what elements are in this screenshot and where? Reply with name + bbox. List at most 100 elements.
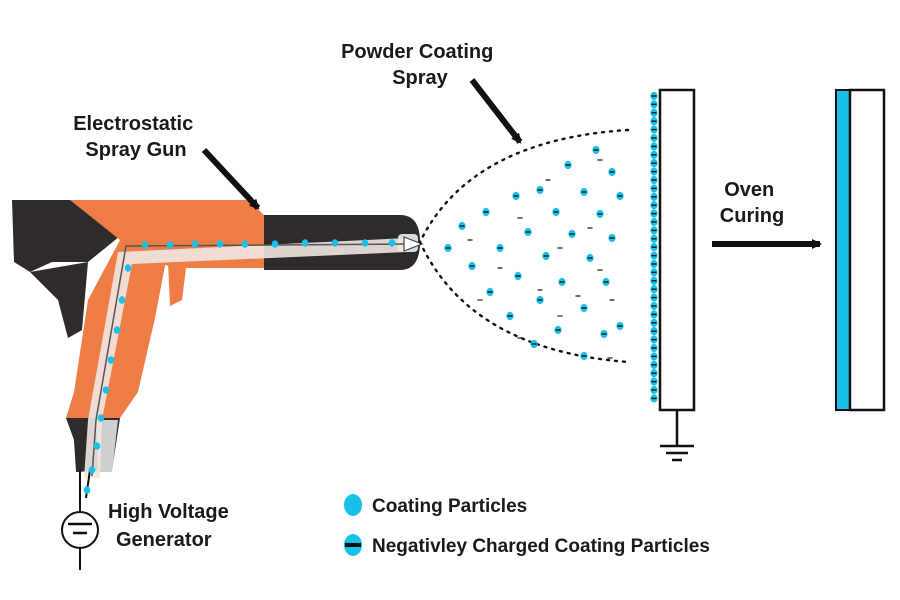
- coating-particle: [88, 466, 96, 474]
- charge-mark-icon: [545, 179, 551, 181]
- negative-sign-icon: [651, 212, 657, 215]
- negative-sign-icon: [651, 322, 657, 324]
- negative-sign-icon: [581, 191, 587, 193]
- negative-sign-icon: [601, 333, 607, 335]
- charge-mark-icon: [597, 269, 603, 271]
- negative-sign-icon: [543, 255, 549, 257]
- negative-sign-icon: [651, 263, 657, 265]
- spray-particle-group: [444, 145, 624, 361]
- coating-particle: [93, 442, 101, 450]
- cured-panel: [835, 88, 886, 412]
- negative-sign-icon: [651, 355, 657, 358]
- oven-label: Oven Curing: [720, 179, 784, 227]
- coating-particle: [388, 239, 396, 247]
- coating-particle: [166, 241, 174, 249]
- negative-sign-icon: [651, 372, 657, 374]
- negative-sign-icon: [617, 325, 623, 327]
- negative-sign-icon: [555, 329, 561, 331]
- negative-sign-icon: [581, 355, 587, 357]
- charge-mark-icon: [575, 295, 581, 297]
- legend-item-coating-particles: Coating Particles: [344, 494, 527, 517]
- coating-particle: [83, 486, 91, 494]
- coating-particle: [113, 326, 121, 334]
- dc-source-icon: [61, 498, 99, 570]
- negative-sign-icon: [651, 238, 657, 240]
- gun-label: Electrostatic Spray Gun: [73, 113, 199, 161]
- coating-particle: [107, 356, 115, 364]
- negative-sign-icon: [487, 291, 493, 293]
- spray-label-arrow-icon: [469, 78, 523, 144]
- negative-sign-icon: [651, 145, 657, 148]
- negative-sign-icon: [553, 211, 559, 213]
- negative-sign-icon: [651, 187, 657, 190]
- coating-particle: [191, 240, 199, 248]
- negative-sign-icon: [651, 170, 657, 173]
- coating-particle-icon: [344, 494, 362, 516]
- negative-sign-icon: [531, 343, 537, 345]
- negative-sign-icon: [537, 189, 543, 191]
- charge-mark-icon: [609, 299, 615, 301]
- negative-sign-icon: [651, 179, 657, 181]
- workpiece-panel: [658, 88, 696, 446]
- negative-sign-icon: [609, 237, 615, 239]
- negative-sign-icon: [651, 330, 657, 332]
- coating-particle: [102, 386, 110, 394]
- charge-mark-icon: [597, 159, 603, 161]
- coating-particle: [301, 239, 309, 247]
- legend: Coating Particles Negativley Charged Coa…: [344, 494, 710, 557]
- ground-icon: [660, 444, 694, 462]
- coating-particle: [97, 414, 105, 422]
- negative-sign-icon: [497, 247, 503, 249]
- coating-particle: [361, 239, 369, 247]
- negative-sign-icon: [581, 307, 587, 309]
- negative-sign-icon: [483, 211, 489, 213]
- gun-particle-group: [83, 239, 396, 494]
- negative-sign-icon: [345, 543, 361, 547]
- negative-sign-icon: [603, 281, 609, 283]
- negative-sign-icon: [651, 254, 657, 257]
- negative-sign-icon: [651, 162, 657, 164]
- negative-sign-icon: [651, 364, 657, 366]
- negative-sign-icon: [597, 213, 603, 215]
- negative-sign-icon: [651, 128, 657, 131]
- legend-item-charged-particles: Negativley Charged Coating Particles: [344, 534, 710, 557]
- negative-sign-icon: [565, 164, 571, 166]
- negative-sign-icon: [651, 246, 657, 248]
- coating-particle: [241, 240, 249, 248]
- negative-sign-icon: [651, 389, 657, 391]
- negative-sign-icon: [651, 288, 657, 290]
- negative-sign-icon: [651, 95, 657, 97]
- negative-sign-icon: [559, 281, 565, 283]
- negative-sign-icon: [651, 305, 657, 307]
- negative-sign-icon: [651, 112, 657, 114]
- negative-sign-icon: [651, 154, 657, 156]
- coating-particle: [118, 296, 126, 304]
- spray-cone-outline: [418, 128, 630, 364]
- negative-sign-icon: [651, 380, 657, 383]
- charge-mark-icon: [517, 217, 523, 219]
- coating-particle: [271, 240, 279, 248]
- negative-sign-icon: [651, 120, 657, 122]
- panel-particle-group: [650, 91, 658, 403]
- coating-particle: [124, 264, 132, 272]
- legend-label: Negativley Charged Coating Particles: [372, 536, 710, 557]
- negative-sign-icon: [651, 296, 657, 299]
- negative-sign-icon: [569, 233, 575, 235]
- negative-sign-icon: [651, 204, 657, 206]
- negative-sign-icon: [651, 196, 657, 198]
- charge-mark-icon: [477, 299, 483, 301]
- negative-sign-icon: [651, 338, 657, 341]
- negative-sign-icon: [469, 265, 475, 267]
- coating-particle: [141, 241, 149, 249]
- coating-particle: [216, 240, 224, 248]
- spray-label: Powder Coating Spray: [341, 41, 499, 89]
- charge-mark-icon: [517, 337, 523, 339]
- negative-sign-icon: [651, 221, 657, 223]
- negative-sign-icon: [651, 137, 657, 139]
- charge-mark-icon: [557, 315, 563, 317]
- negative-sign-icon: [651, 313, 657, 316]
- generator-label: High Voltage Generator: [108, 501, 234, 551]
- charge-mark-icon: [537, 289, 543, 291]
